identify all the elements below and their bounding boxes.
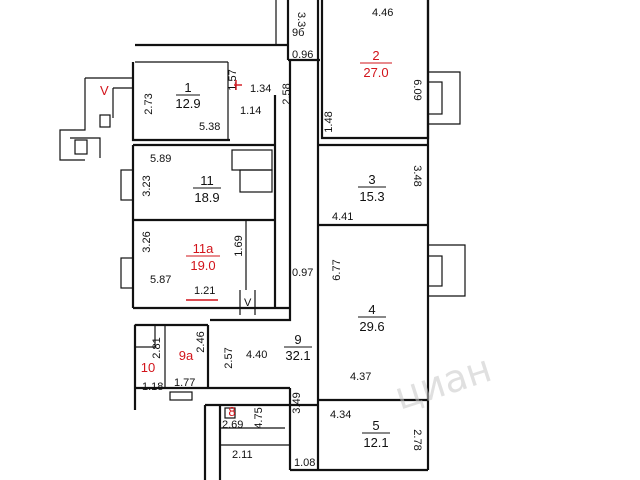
room-9-number: 9 — [294, 332, 301, 347]
dim-6-77: 6.77 — [331, 259, 343, 280]
dim-9b: 9б — [292, 27, 304, 39]
dim-4-40: 4.40 — [246, 349, 267, 361]
dim-1-77: 1.77 — [174, 377, 195, 389]
dim-2-73: 2.73 — [143, 93, 155, 114]
dim-0-97: 0.97 — [292, 267, 313, 279]
dim-1-57: 1.57 — [227, 69, 239, 90]
room-9a-number: 9a — [179, 348, 194, 363]
dim-6-09: 6.09 — [411, 79, 423, 100]
dim-3-23: 3.23 — [141, 175, 153, 196]
dim-1-34: 1.34 — [250, 83, 271, 95]
room-11-number: 11 — [200, 173, 214, 188]
dim-2-81: 2.81 — [151, 337, 163, 358]
room-5-number: 5 — [372, 418, 379, 433]
room-4-area: 29.6 — [359, 319, 384, 334]
dim-1-21: 1.21 — [194, 285, 215, 297]
dim-5-38: 5.38 — [199, 121, 220, 133]
room-5-area: 12.1 — [363, 435, 388, 450]
dim-4-46: 4.46 — [372, 7, 393, 19]
room-1-number: 1 — [184, 80, 191, 95]
dim-4-37: 4.37 — [350, 371, 371, 383]
dim-1-18: 1.18 — [142, 381, 163, 393]
room-4-number: 4 — [368, 302, 375, 317]
room-3-area: 15.3 — [359, 189, 384, 204]
dim-3-48: 3.48 — [411, 165, 423, 186]
room-1-area: 12.9 — [175, 96, 200, 111]
room-11-area: 18.9 — [194, 190, 219, 205]
dim-2-11: 2.11 — [232, 449, 253, 461]
dim-5-87: 5.87 — [150, 274, 171, 286]
dim-4-41: 4.41 — [332, 211, 353, 223]
room-3-number: 3 — [368, 172, 375, 187]
room-labels: 1 12.9 2 27.0 3 15.3 4 29.6 5 12.1 9 32.… — [141, 48, 392, 450]
dim-2-46: 2.46 — [195, 331, 207, 352]
dim-1-08: 1.08 — [294, 457, 315, 469]
walls — [59, 0, 466, 480]
marks: V V — [100, 80, 252, 309]
room-8-number: 8 — [228, 404, 235, 419]
dim-0-96: 0.96 — [292, 49, 313, 61]
room-2-area: 27.0 — [363, 65, 388, 80]
dim-2-78: 2.78 — [411, 429, 423, 450]
entrance-mark: V — [100, 83, 109, 98]
dim-3-49: 3.49 — [291, 392, 303, 413]
dimension-labels: 3.3 4.46 9б 0.96 6.09 1.57 1.34 2.58 2.7… — [141, 7, 423, 469]
dim-5-89: 5.89 — [150, 153, 171, 165]
dim-2-69: 2.69 — [222, 419, 243, 431]
dim-1-69: 1.69 — [233, 235, 245, 256]
dim-1-14: 1.14 — [240, 105, 261, 117]
stair-mark: V — [244, 297, 252, 309]
dim-3-26: 3.26 — [141, 231, 153, 252]
dim-2-58: 2.58 — [281, 83, 293, 104]
room-11a-area: 19.0 — [190, 258, 215, 273]
dim-4-75: 4.75 — [253, 407, 265, 428]
dim-1-48: 1.48 — [323, 111, 335, 132]
dim-4-34: 4.34 — [330, 409, 351, 421]
dim-2-57: 2.57 — [223, 347, 235, 368]
room-10-number: 10 — [141, 360, 155, 375]
room-9-area: 32.1 — [285, 348, 310, 363]
dim-3-3: 3.3 — [295, 12, 307, 27]
watermark: циан — [389, 346, 496, 418]
room-11a-number: 11a — [193, 241, 214, 256]
room-2-number: 2 — [372, 48, 379, 63]
